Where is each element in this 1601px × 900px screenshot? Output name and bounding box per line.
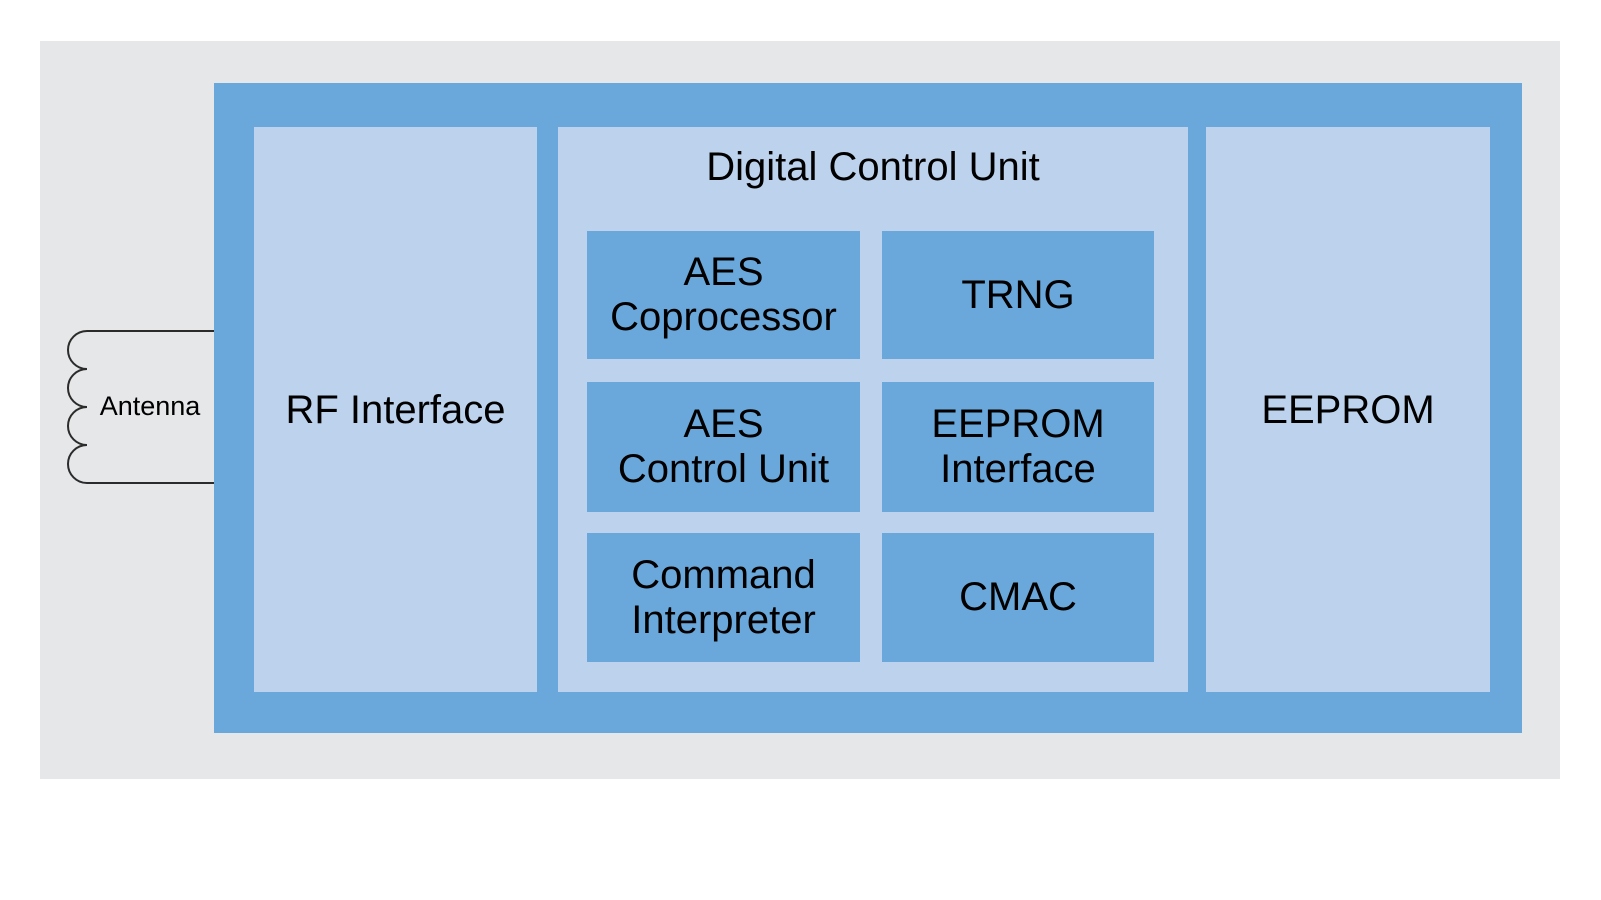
eeprom-interface-block: EEPROM Interface xyxy=(882,382,1154,512)
cmac-label: CMAC xyxy=(959,575,1077,620)
eeprom-label: EEPROM xyxy=(1261,387,1435,432)
digital-control-unit-block: Digital Control Unit AES Coprocessor TRN… xyxy=(558,127,1188,692)
rf-interface-label: RF Interface xyxy=(285,387,506,432)
eeprom-interface-label: EEPROM Interface xyxy=(931,402,1105,491)
command-interpreter-label: Command Interpreter xyxy=(631,552,816,642)
digital-control-unit-title: Digital Control Unit xyxy=(706,145,1040,189)
eeprom-block: EEPROM xyxy=(1206,127,1490,692)
trng-label: TRNG xyxy=(961,272,1075,317)
cmac-block: CMAC xyxy=(882,533,1154,662)
chip-outline: RF Interface Digital Control Unit AES Co… xyxy=(214,83,1522,733)
aes-coprocessor-block: AES Coprocessor xyxy=(587,231,860,359)
aes-control-unit-label: AES Control Unit xyxy=(617,402,830,491)
command-interpreter-block: Command Interpreter xyxy=(587,533,860,662)
aes-coprocessor-label: AES Coprocessor xyxy=(610,250,837,339)
rf-interface-block: RF Interface xyxy=(254,127,537,692)
antenna-coil-icon xyxy=(67,330,216,484)
trng-block: TRNG xyxy=(882,231,1154,359)
antenna-label: Antenna xyxy=(99,391,201,421)
aes-control-unit-block: AES Control Unit xyxy=(587,382,860,512)
